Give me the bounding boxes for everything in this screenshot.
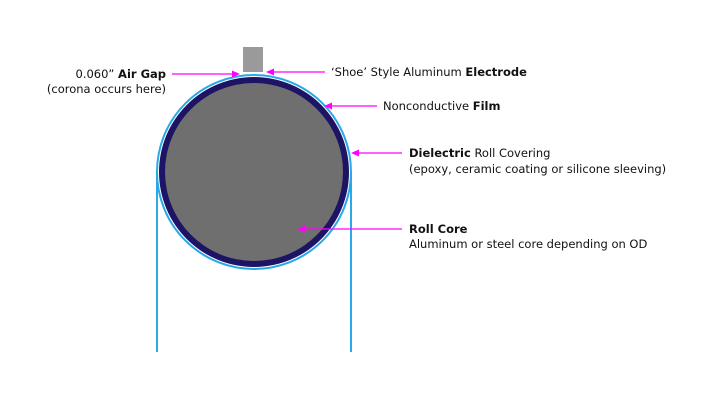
roll-core-label: Roll Core xyxy=(409,222,468,236)
film-wrap xyxy=(156,74,352,270)
air-gap-label: 0.060” Air Gap xyxy=(76,67,167,81)
air-gap-note: (corona occurs here) xyxy=(47,82,166,96)
dielectric-label: Dielectric Roll Covering xyxy=(409,146,550,160)
dielectric-note: (epoxy, ceramic coating or silicone slee… xyxy=(409,162,666,176)
callout-arrows xyxy=(172,68,402,233)
electrode-label: ‘Shoe’ Style Aluminum Electrode xyxy=(331,65,527,79)
electrode-shoe xyxy=(243,47,263,72)
roll-core-note: Aluminum or steel core depending on OD xyxy=(409,237,647,251)
film-label: Nonconductive Film xyxy=(383,99,500,113)
roll-core xyxy=(165,83,343,261)
